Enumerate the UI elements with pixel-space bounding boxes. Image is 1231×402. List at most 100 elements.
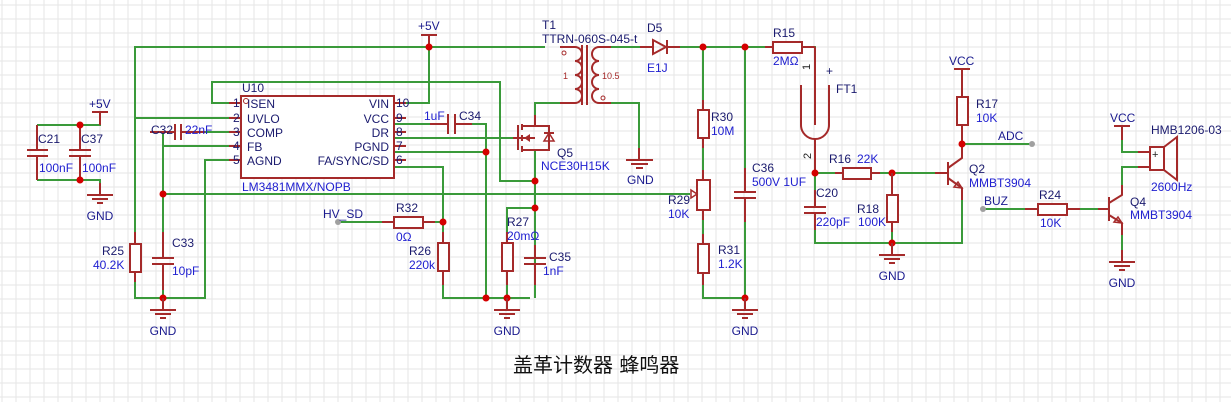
- capacitor-c34[interactable]: 1uF C34: [424, 109, 481, 134]
- components: C21 100nF C37 100nF +5V C32 22nF: [27, 18, 1222, 338]
- q4-value: MMBT3904: [1130, 208, 1192, 222]
- junction: [439, 218, 447, 226]
- ft1-plus: +: [826, 64, 833, 78]
- capacitor-c20[interactable]: C20 220pF: [804, 186, 850, 230]
- c36-value: 500V 1UF: [752, 175, 806, 189]
- u10-pin-number: 7: [396, 139, 403, 153]
- transistor-q4[interactable]: Q4 MMBT3904: [1098, 185, 1192, 235]
- c21-ref: C21: [38, 132, 60, 146]
- capacitor-c32[interactable]: C32 22nF: [150, 123, 212, 140]
- junction: [76, 121, 84, 129]
- d5-ref: D5: [647, 21, 663, 35]
- gnd-symbol: GND: [494, 298, 521, 338]
- r17-ref: R17: [976, 97, 998, 111]
- junction: [482, 294, 490, 302]
- u10-value: LM3481MMX/NOPB: [242, 180, 351, 194]
- u10-pin-name-comp: COMP: [247, 126, 283, 140]
- junction: [741, 43, 749, 51]
- resistor-r31[interactable]: R31 1.2K: [697, 234, 743, 285]
- r30-ref: R30: [711, 110, 733, 124]
- wire-agnd: [163, 159, 235, 299]
- u10-pin-name-fa-sync-sd: FA/SYNC/SD: [318, 154, 390, 168]
- resistor-r24[interactable]: R24 10K: [1025, 188, 1080, 230]
- c35-ref: C35: [549, 250, 571, 264]
- buzzer-hmb1206[interactable]: + HMB1206-03 2600Hz: [1138, 123, 1222, 194]
- gnd-symbol: GND: [1109, 250, 1136, 290]
- resistor-r32[interactable]: R32 0Ω: [382, 201, 435, 244]
- capacitor-c33[interactable]: C33 10pF: [152, 232, 199, 290]
- r29-value: 10K: [668, 207, 689, 221]
- gnd-symbol: GND: [87, 183, 114, 223]
- power-5v-left: +5V: [89, 97, 111, 125]
- resistor-r17[interactable]: R17 10K: [956, 70, 998, 144]
- wire-r27-top: [506, 207, 535, 243]
- junction: [425, 43, 433, 51]
- resistor-r15[interactable]: R15 2MΩ: [765, 26, 815, 68]
- r32-value: 0Ω: [396, 230, 412, 244]
- u10-pin-number: 10: [396, 96, 410, 110]
- hv-sd-port[interactable]: [335, 219, 341, 225]
- resistor-r30[interactable]: R30 10M: [697, 100, 734, 148]
- r25-ref: R25: [102, 244, 124, 258]
- potentiometer-r29[interactable]: R29 10K: [668, 170, 711, 221]
- u10-pin-name-vcc: VCC: [364, 112, 390, 126]
- geiger-tube-ft1[interactable]: 1 2 + FT1: [800, 47, 858, 173]
- u10-pin-number: 5: [233, 153, 240, 167]
- t1-value: TTRN-060S-045-t: [542, 32, 638, 46]
- mosfet-q5[interactable]: Q5 NCE30H15K: [513, 115, 610, 173]
- r31-value: 1.2K: [718, 257, 743, 271]
- gnd-label: GND: [879, 269, 906, 283]
- resistor-r25[interactable]: R25 40.2K: [93, 232, 142, 282]
- buz-label: BUZ: [984, 194, 1008, 208]
- wire-c34-right: [462, 123, 487, 298]
- resistor-r27[interactable]: R27 20mΩ: [501, 215, 539, 285]
- c34-ref: C34: [459, 109, 481, 123]
- u10-pin-name-fb: FB: [247, 140, 262, 154]
- r18-value: 100K: [858, 215, 886, 229]
- u10-pin-number: 8: [396, 125, 403, 139]
- u10-ref: U10: [242, 81, 264, 95]
- junction: [76, 176, 84, 184]
- c20-value: 220pF: [816, 215, 850, 229]
- junction: [531, 177, 539, 185]
- gnd-label: GND: [87, 209, 114, 223]
- adc-port[interactable]: [1029, 141, 1035, 147]
- vcc-buzzer-label: VCC: [1110, 111, 1136, 125]
- c34-value: 1uF: [424, 109, 445, 123]
- gnd-label: GND: [1109, 276, 1136, 290]
- resistor-r16[interactable]: R16 22K: [829, 152, 880, 180]
- wire-c21-top: [37, 114, 101, 126]
- power-vcc-r17: VCC: [949, 54, 975, 70]
- r17-value: 10K: [976, 111, 997, 125]
- r26-value: 220k: [409, 258, 436, 272]
- capacitor-c21[interactable]: C21 100nF: [27, 125, 73, 180]
- gnd-symbol: GND: [626, 148, 654, 187]
- diode-d5[interactable]: D5 E1J: [640, 21, 680, 75]
- gnd-symbol: GND: [732, 298, 759, 338]
- c33-ref: C33: [172, 236, 194, 250]
- transistor-q2[interactable]: Q2 MMBT3904: [935, 144, 1031, 200]
- resistor-r18[interactable]: R18 100K: [857, 173, 899, 232]
- resistor-r26[interactable]: R26 220k: [409, 232, 450, 285]
- c36-ref: C36: [752, 161, 774, 175]
- u10-pin-number: 3: [233, 125, 240, 139]
- gnd-symbol: GND: [879, 243, 906, 283]
- buz-port[interactable]: [980, 206, 986, 212]
- t1-secondary-ratio: 10.5: [602, 71, 620, 81]
- gnd-label: GND: [150, 324, 177, 338]
- buzzer-value: 2600Hz: [1151, 180, 1192, 194]
- capacitor-c35[interactable]: C35 1nF: [524, 245, 571, 285]
- r27-ref: R27: [507, 215, 529, 229]
- power-vcc-buzzer: VCC: [1110, 111, 1136, 140]
- capacitor-c37[interactable]: C37 100nF: [69, 125, 116, 180]
- buzzer-ref: HMB1206-03: [1151, 123, 1222, 137]
- r18-ref: R18: [857, 202, 879, 216]
- capacitor-c36[interactable]: C36 500V 1UF: [734, 161, 806, 222]
- u10-pin-name-agnd: AGND: [247, 154, 282, 168]
- r30-value: 10M: [711, 124, 734, 138]
- r29-ref: R29: [668, 193, 690, 207]
- junction: [811, 169, 819, 177]
- transformer-t1[interactable]: 1 10.5 T1 TTRN-060S-045-t: [542, 18, 638, 105]
